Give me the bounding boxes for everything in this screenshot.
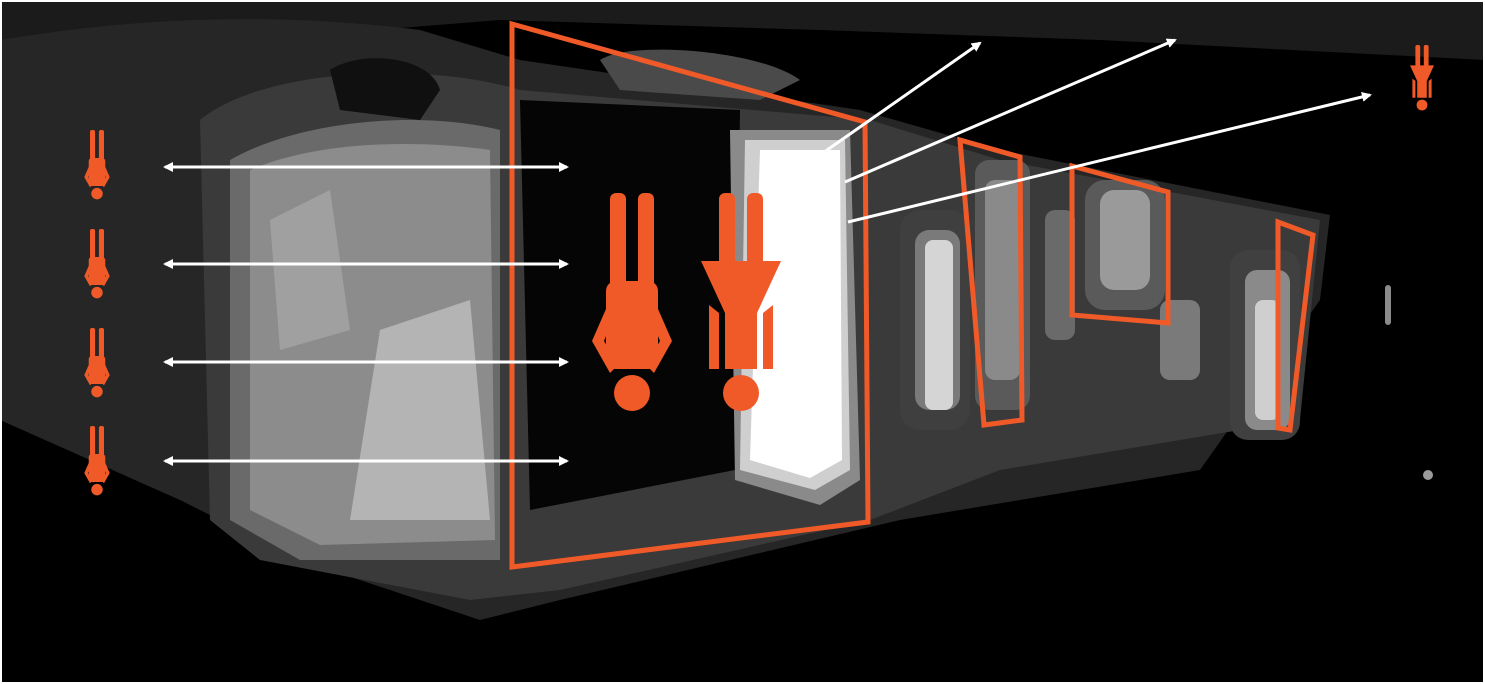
diagram-canvas [0,0,1485,684]
thermal-scene [0,0,1485,684]
